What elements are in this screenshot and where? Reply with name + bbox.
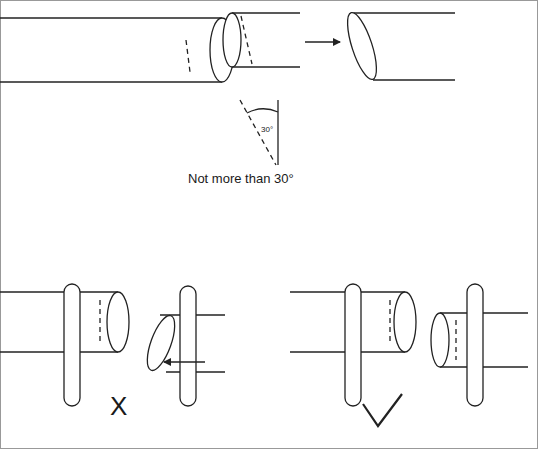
wrong-mark: X xyxy=(110,392,127,421)
caption-note: Not more than 30° xyxy=(188,172,294,186)
angle-label: 30° xyxy=(261,126,273,135)
